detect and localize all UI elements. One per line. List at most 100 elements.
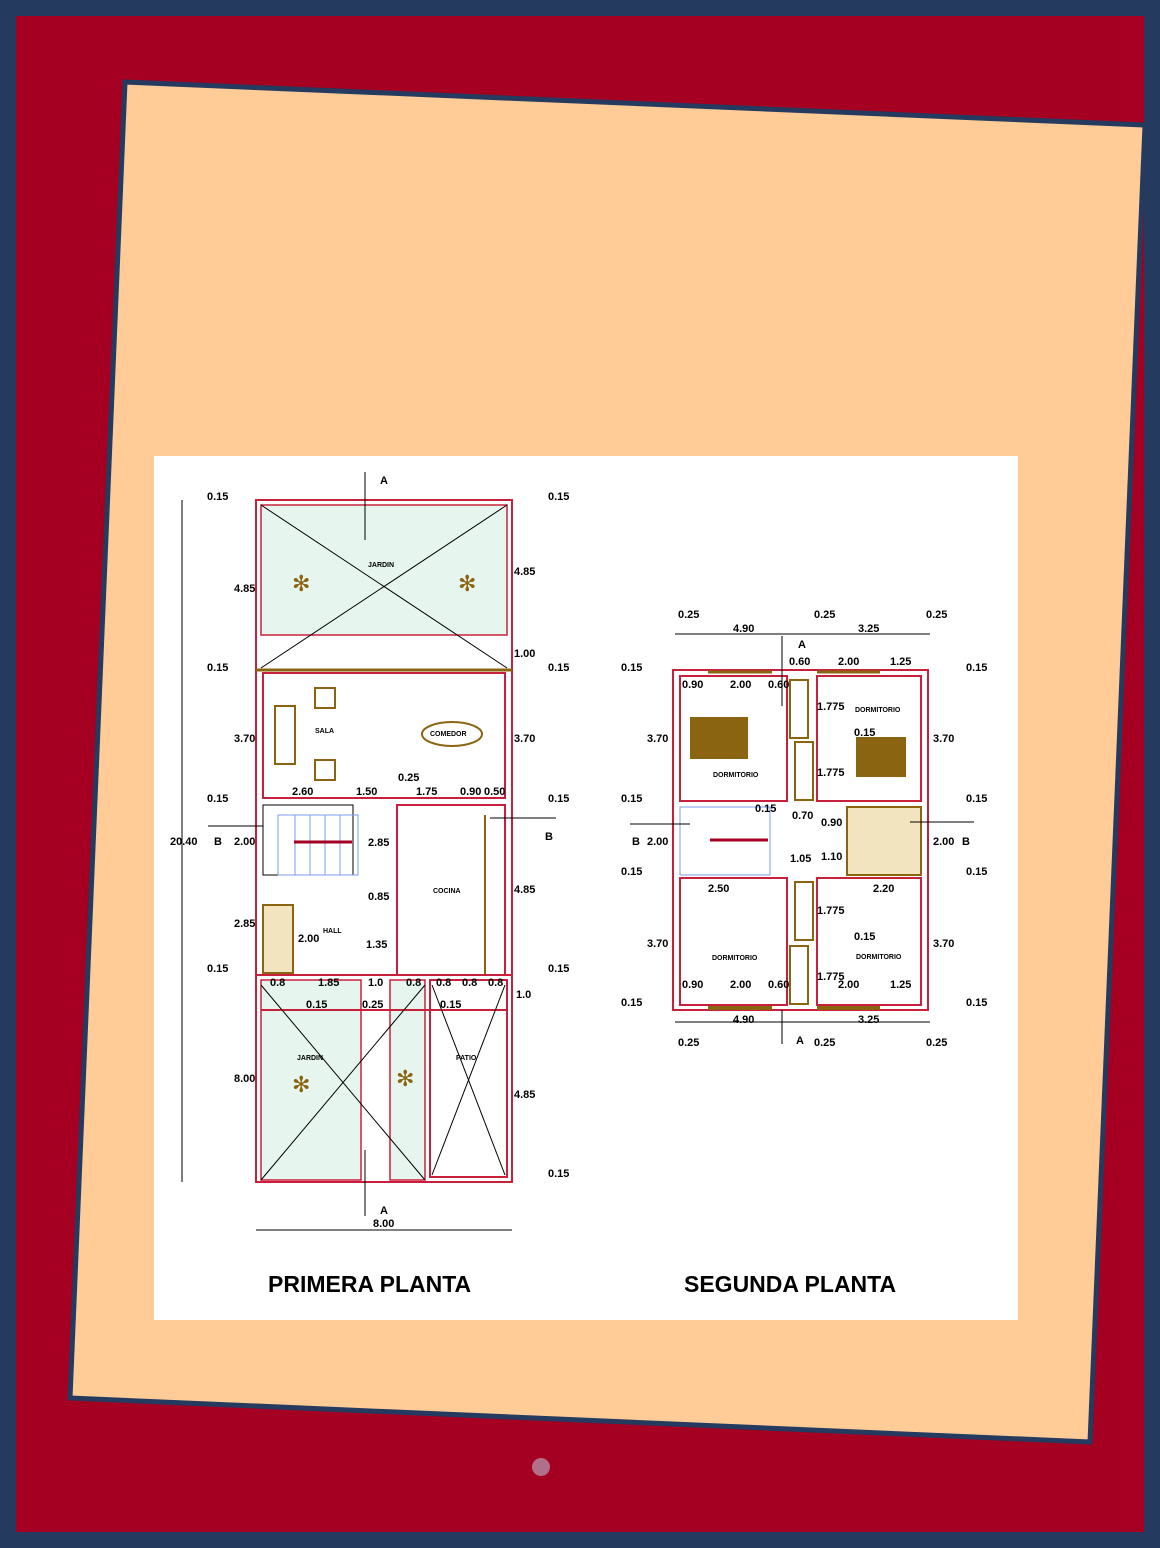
closet-icon	[789, 679, 809, 739]
dimension: 0.25	[926, 609, 947, 621]
dimension: 0.15	[755, 803, 776, 815]
dimension: 0.15	[854, 931, 875, 943]
dimension: 0.15	[207, 963, 228, 975]
dimension: 0.15	[854, 727, 875, 739]
dimension: 0.60	[789, 656, 810, 668]
dimension: 0.15	[548, 662, 569, 674]
dimension: 0.15	[548, 963, 569, 975]
room-label-dormitorio: DORMITORIO	[856, 954, 902, 961]
dimension: 4.85	[514, 566, 535, 578]
room-label-sala: SALA	[315, 728, 334, 735]
dimension: 0.60	[768, 679, 789, 691]
dimension: 3.70	[514, 733, 535, 745]
dimension: 4.85	[234, 583, 255, 595]
dimension: 0.15	[621, 997, 642, 1009]
dimension: 4.90	[733, 623, 754, 635]
dimension: 2.00	[933, 836, 954, 848]
staircase-icon	[679, 806, 771, 876]
garden-top	[260, 504, 508, 636]
section-mark-b: B	[214, 836, 222, 848]
second-floor-title: SEGUNDA PLANTA	[684, 1271, 896, 1297]
dimension: 0.25	[362, 999, 383, 1011]
room-label-dormitorio: DORMITORIO	[712, 955, 758, 962]
dimension: 1.0	[516, 989, 531, 1001]
dimension: 1.775	[817, 971, 845, 983]
dimension: 2.00	[838, 656, 859, 668]
dimension: 0.50	[484, 786, 505, 798]
dimension: 1.05	[790, 853, 811, 865]
plant-icon: ✻	[292, 571, 310, 596]
dimension: 4.85	[514, 884, 535, 896]
room-label-dormitorio: DORMITORIO	[855, 707, 901, 714]
dimension: 2.00	[234, 836, 255, 848]
dimension: 0.25	[678, 609, 699, 621]
dimension: 0.60	[768, 979, 789, 991]
dimension: 0.8	[436, 977, 451, 989]
dimension: 0.25	[678, 1037, 699, 1049]
dimension: 1.25	[890, 979, 911, 991]
section-mark-b: B	[632, 836, 640, 848]
section-mark-a: A	[796, 1035, 804, 1047]
armchair-icon	[314, 687, 336, 709]
first-floor-plan: ✻ ✻ ✻ ✻	[181, 472, 556, 1231]
dimension: 3.70	[933, 733, 954, 745]
dimension: 1.00	[514, 648, 535, 660]
dimension: 2.00	[647, 836, 668, 848]
dimension: 3.70	[647, 938, 668, 950]
dimension: 0.25	[814, 1037, 835, 1049]
second-floor-inner-dims: 0.90 2.00 0.60 1.775 0.15 1.775 0.15 0.7…	[682, 679, 911, 991]
second-floor-left-dims: 0.15 3.70 0.15 2.00 0.15 3.70 0.15	[621, 662, 668, 1009]
dimension: 0.25	[814, 609, 835, 621]
dimension: 3.25	[858, 623, 879, 635]
dim-total-height: 20.40	[170, 836, 198, 848]
dimension: 0.90	[460, 786, 481, 798]
dimension: 0.85	[368, 891, 389, 903]
dimension: 2.00	[730, 679, 751, 691]
dimension: 0.15	[966, 866, 987, 878]
closet-icon	[794, 741, 814, 801]
second-floor-plan	[630, 633, 974, 1044]
dimension: 0.15	[548, 491, 569, 503]
room-label-dormitorio: DORMITORIO	[713, 772, 759, 779]
dimension: 1.50	[356, 786, 377, 798]
first-floor-left-dims: 0.15 4.85 0.15 3.70 0.15 2.00 2.85 0.15 …	[207, 491, 255, 1085]
dimension: 8.00	[234, 1073, 255, 1085]
dimension: 0.8	[462, 977, 477, 989]
page-indicator-dot[interactable]	[532, 1458, 550, 1476]
dimension: 0.25	[398, 772, 419, 784]
dimension: 0.15	[966, 793, 987, 805]
dimension: 1.775	[817, 767, 845, 779]
dimension: 0.15	[440, 999, 461, 1011]
dimension: 2.60	[292, 786, 313, 798]
dimension: 0.15	[207, 491, 228, 503]
dimension: 0.15	[621, 793, 642, 805]
dimension: 0.15	[207, 793, 228, 805]
dimension: 1.0	[368, 977, 383, 989]
bed-icon	[856, 737, 906, 777]
dimension: 0.90	[821, 817, 842, 829]
dimension: 0.8	[270, 977, 285, 989]
dimension: 2.00	[298, 933, 319, 945]
dimension: 2.85	[368, 837, 389, 849]
dimension: 4.90	[733, 1014, 754, 1026]
dimension: 0.15	[548, 1168, 569, 1180]
dimension: 1.775	[817, 701, 845, 713]
dimension: 0.25	[926, 1037, 947, 1049]
bed-icon	[690, 717, 748, 759]
dimension: 0.15	[621, 866, 642, 878]
room-label-cocina: COCINA	[433, 888, 461, 895]
dimension: 2.50	[708, 883, 729, 895]
section-mark-b: B	[962, 836, 970, 848]
bathroom-icon	[846, 806, 922, 876]
closet-icon	[789, 945, 809, 1005]
plant-icon: ✻	[292, 1072, 310, 1097]
plant-icon: ✻	[458, 571, 476, 596]
first-floor-title: PRIMERA PLANTA	[268, 1271, 471, 1297]
dimension: 0.15	[306, 999, 327, 1011]
dimension: 1.35	[366, 939, 387, 951]
staircase-icon	[277, 814, 359, 876]
closet-icon	[794, 881, 814, 941]
dimension: 0.70	[792, 810, 813, 822]
first-floor-right-dims: 0.15 4.85 1.00 0.15 3.70 0.15 4.85 0.15 …	[514, 491, 569, 1180]
section-mark-a: A	[380, 475, 388, 487]
